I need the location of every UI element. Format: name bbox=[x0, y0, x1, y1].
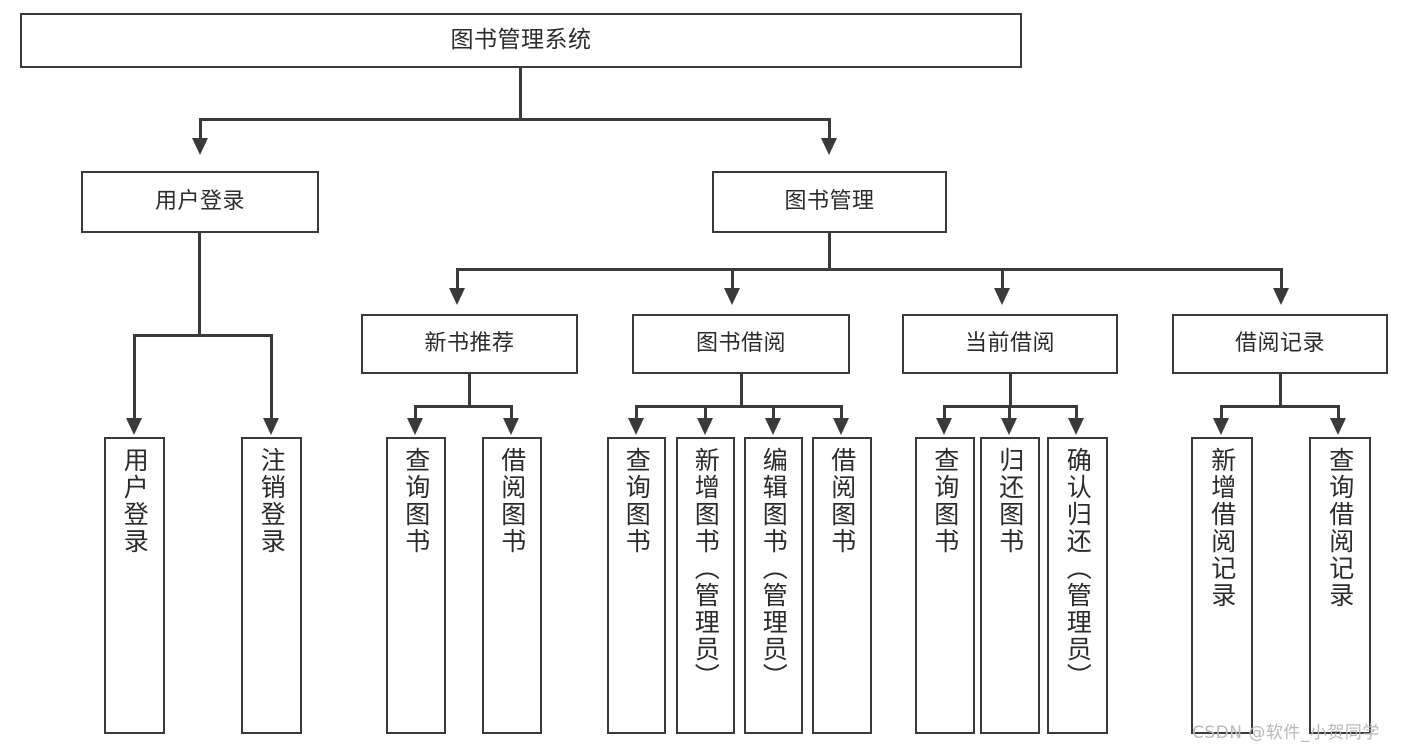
node-label: 新书推荐 bbox=[424, 331, 515, 357]
connector-cb-drop-3 bbox=[1075, 405, 1078, 420]
arrow-nbr-leaf-2 bbox=[503, 418, 519, 435]
node-user-login[interactable]: 用户登录 bbox=[81, 171, 319, 233]
connector-bm-drop-3 bbox=[1001, 268, 1004, 290]
node-label: 编辑图书（管理员） bbox=[759, 447, 789, 690]
connector-br-bar bbox=[1220, 405, 1340, 408]
connector-br-drop-2 bbox=[1337, 405, 1340, 420]
node-label: 借阅记录 bbox=[1234, 331, 1325, 357]
arrow-bb-leaf-3 bbox=[765, 418, 781, 435]
node-root-system[interactable]: 图书管理系统 bbox=[20, 13, 1022, 68]
connector-root-drop-right bbox=[828, 118, 831, 140]
arrow-to-book-manage bbox=[821, 138, 837, 155]
arrow-to-leaf-user-login bbox=[126, 418, 142, 435]
connector-book-manage-bar bbox=[456, 268, 1283, 271]
leaf-return-book[interactable]: 归还图书 bbox=[980, 437, 1040, 734]
connector-br-drop-1 bbox=[1220, 405, 1223, 420]
connector-bb-drop-2 bbox=[704, 405, 707, 420]
leaf-query-book-borrow[interactable]: 查询图书 bbox=[607, 437, 666, 734]
node-label: 图书借阅 bbox=[695, 331, 786, 357]
connector-user-login-bar bbox=[133, 334, 273, 337]
connector-root-stem bbox=[519, 68, 522, 120]
connector-nbr-drop-1 bbox=[414, 405, 417, 420]
node-label: 归还图书 bbox=[995, 447, 1025, 555]
arrow-to-book-borrow bbox=[724, 288, 740, 305]
connector-bb-drop-3 bbox=[772, 405, 775, 420]
node-label: 确认归还（管理员） bbox=[1063, 447, 1093, 690]
connector-nbr-stem bbox=[468, 374, 471, 407]
connector-user-login-stem bbox=[198, 233, 201, 336]
connector-book-manage-stem bbox=[828, 233, 831, 270]
node-borrow-record[interactable]: 借阅记录 bbox=[1172, 314, 1388, 374]
arrow-cb-leaf-2 bbox=[1001, 418, 1017, 435]
connector-br-stem bbox=[1279, 374, 1282, 407]
leaf-borrow-book-recommend[interactable]: 借阅图书 bbox=[482, 437, 542, 734]
node-label: 注销登录 bbox=[257, 447, 287, 555]
arrow-cb-leaf-3 bbox=[1068, 418, 1084, 435]
arrow-br-leaf-2 bbox=[1330, 418, 1346, 435]
connector-bb-drop-1 bbox=[635, 405, 638, 420]
arrow-br-leaf-1 bbox=[1213, 418, 1229, 435]
connector-bm-drop-2 bbox=[731, 268, 734, 290]
node-label: 用户登录 bbox=[120, 447, 150, 555]
arrow-to-borrow-record bbox=[1273, 288, 1289, 305]
arrow-bb-leaf-4 bbox=[833, 418, 849, 435]
connector-cb-stem bbox=[1009, 374, 1012, 407]
leaf-user-login[interactable]: 用户登录 bbox=[104, 437, 165, 734]
node-label: 新增借阅记录 bbox=[1207, 447, 1237, 609]
leaf-logout[interactable]: 注销登录 bbox=[241, 437, 302, 734]
node-label: 查询借阅记录 bbox=[1325, 447, 1355, 609]
connector-user-login-drop-2 bbox=[270, 334, 273, 420]
node-label: 图书管理系统 bbox=[450, 26, 592, 53]
arrow-to-current-borrow bbox=[994, 288, 1010, 305]
leaf-confirm-return-admin[interactable]: 确认归还（管理员） bbox=[1047, 437, 1108, 734]
connector-nbr-drop-2 bbox=[510, 405, 513, 420]
node-book-borrow[interactable]: 图书借阅 bbox=[632, 314, 850, 374]
node-current-borrow[interactable]: 当前借阅 bbox=[902, 314, 1118, 374]
node-label: 用户登录 bbox=[154, 189, 245, 215]
connector-cb-drop-1 bbox=[943, 405, 946, 420]
leaf-query-borrow-record[interactable]: 查询借阅记录 bbox=[1309, 437, 1371, 734]
leaf-add-borrow-record[interactable]: 新增借阅记录 bbox=[1191, 437, 1253, 734]
node-label: 查询图书 bbox=[930, 447, 960, 555]
leaf-add-book-admin[interactable]: 新增图书（管理员） bbox=[676, 437, 735, 734]
arrow-bb-leaf-2 bbox=[697, 418, 713, 435]
connector-user-login-drop-1 bbox=[133, 334, 136, 420]
leaf-query-book-recommend[interactable]: 查询图书 bbox=[386, 437, 446, 734]
arrow-bb-leaf-1 bbox=[628, 418, 644, 435]
node-label: 借阅图书 bbox=[827, 447, 857, 555]
connector-root-bar bbox=[199, 118, 831, 121]
connector-bm-drop-4 bbox=[1280, 268, 1283, 290]
node-book-manage[interactable]: 图书管理 bbox=[712, 171, 947, 233]
arrow-to-new-book-recommend bbox=[449, 288, 465, 305]
connector-bb-drop-4 bbox=[840, 405, 843, 420]
arrow-nbr-leaf-1 bbox=[407, 418, 423, 435]
node-label: 借阅图书 bbox=[497, 447, 527, 555]
node-new-book-recommend[interactable]: 新书推荐 bbox=[361, 314, 578, 374]
leaf-borrow-book[interactable]: 借阅图书 bbox=[812, 437, 872, 734]
leaf-edit-book-admin[interactable]: 编辑图书（管理员） bbox=[744, 437, 803, 734]
leaf-query-book-current[interactable]: 查询图书 bbox=[915, 437, 975, 734]
node-label: 图书管理 bbox=[784, 189, 875, 215]
node-label: 当前借阅 bbox=[964, 331, 1055, 357]
node-label: 新增图书（管理员） bbox=[691, 447, 721, 690]
arrow-to-leaf-logout bbox=[263, 418, 279, 435]
node-label: 查询图书 bbox=[622, 447, 652, 555]
arrow-to-user-login bbox=[192, 138, 208, 155]
connector-nbr-bar bbox=[414, 405, 513, 408]
connector-cb-drop-2 bbox=[1008, 405, 1011, 420]
connector-bm-drop-1 bbox=[456, 268, 459, 290]
connector-root-drop-left bbox=[199, 118, 202, 140]
connector-bb-bar bbox=[635, 405, 843, 408]
node-label: 查询图书 bbox=[401, 447, 431, 555]
connector-bb-stem bbox=[740, 374, 743, 407]
arrow-cb-leaf-1 bbox=[936, 418, 952, 435]
